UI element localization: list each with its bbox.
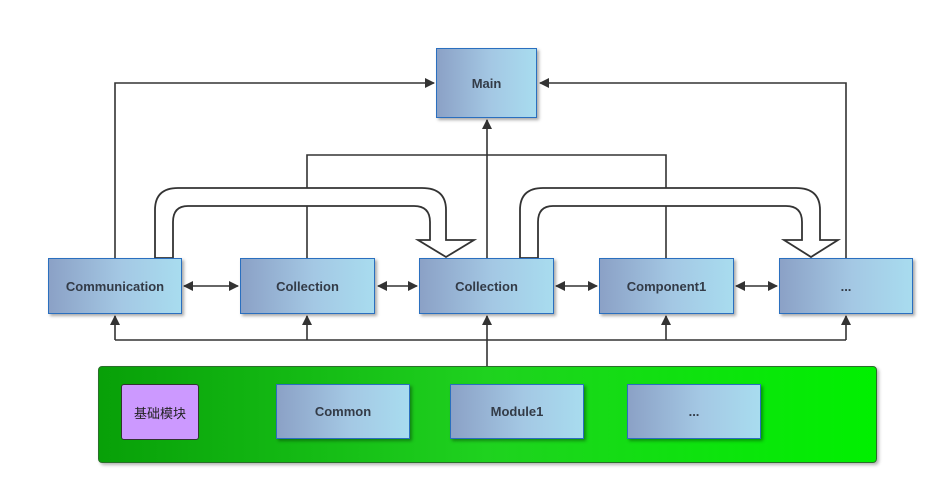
connector-communication-to-main [114, 78, 435, 258]
module-node-more: ... [779, 258, 913, 314]
module-node-label: ... [840, 278, 852, 294]
hollow-arrow-left [154, 187, 478, 259]
base-item-common: Common [276, 384, 410, 439]
base-layer-title-text: 基础模块 [133, 405, 186, 421]
module-node-label: Component1 [626, 278, 707, 294]
module-node-component1: Component1 [599, 258, 734, 314]
connector-more-to-main [539, 78, 847, 258]
module-node-label: Collection [276, 278, 339, 294]
base-item-module1: Module1 [450, 384, 584, 439]
base-item-label: ... [688, 404, 700, 419]
base-item-label: Common [314, 404, 372, 419]
module-node-label: Communication [65, 278, 165, 294]
base-layer-title: 基础模块 [121, 384, 199, 440]
module-node-collection-2: Collection [419, 258, 554, 314]
base-item-label: Module1 [490, 404, 544, 419]
hollow-arrow-right [519, 187, 842, 259]
main-node: Main [436, 48, 537, 118]
module-node-communication: Communication [48, 258, 182, 314]
module-node-collection-1: Collection [240, 258, 375, 314]
module-node-label: Collection [455, 278, 518, 294]
base-item-more: ... [627, 384, 761, 439]
main-node-label: Main [471, 75, 502, 91]
